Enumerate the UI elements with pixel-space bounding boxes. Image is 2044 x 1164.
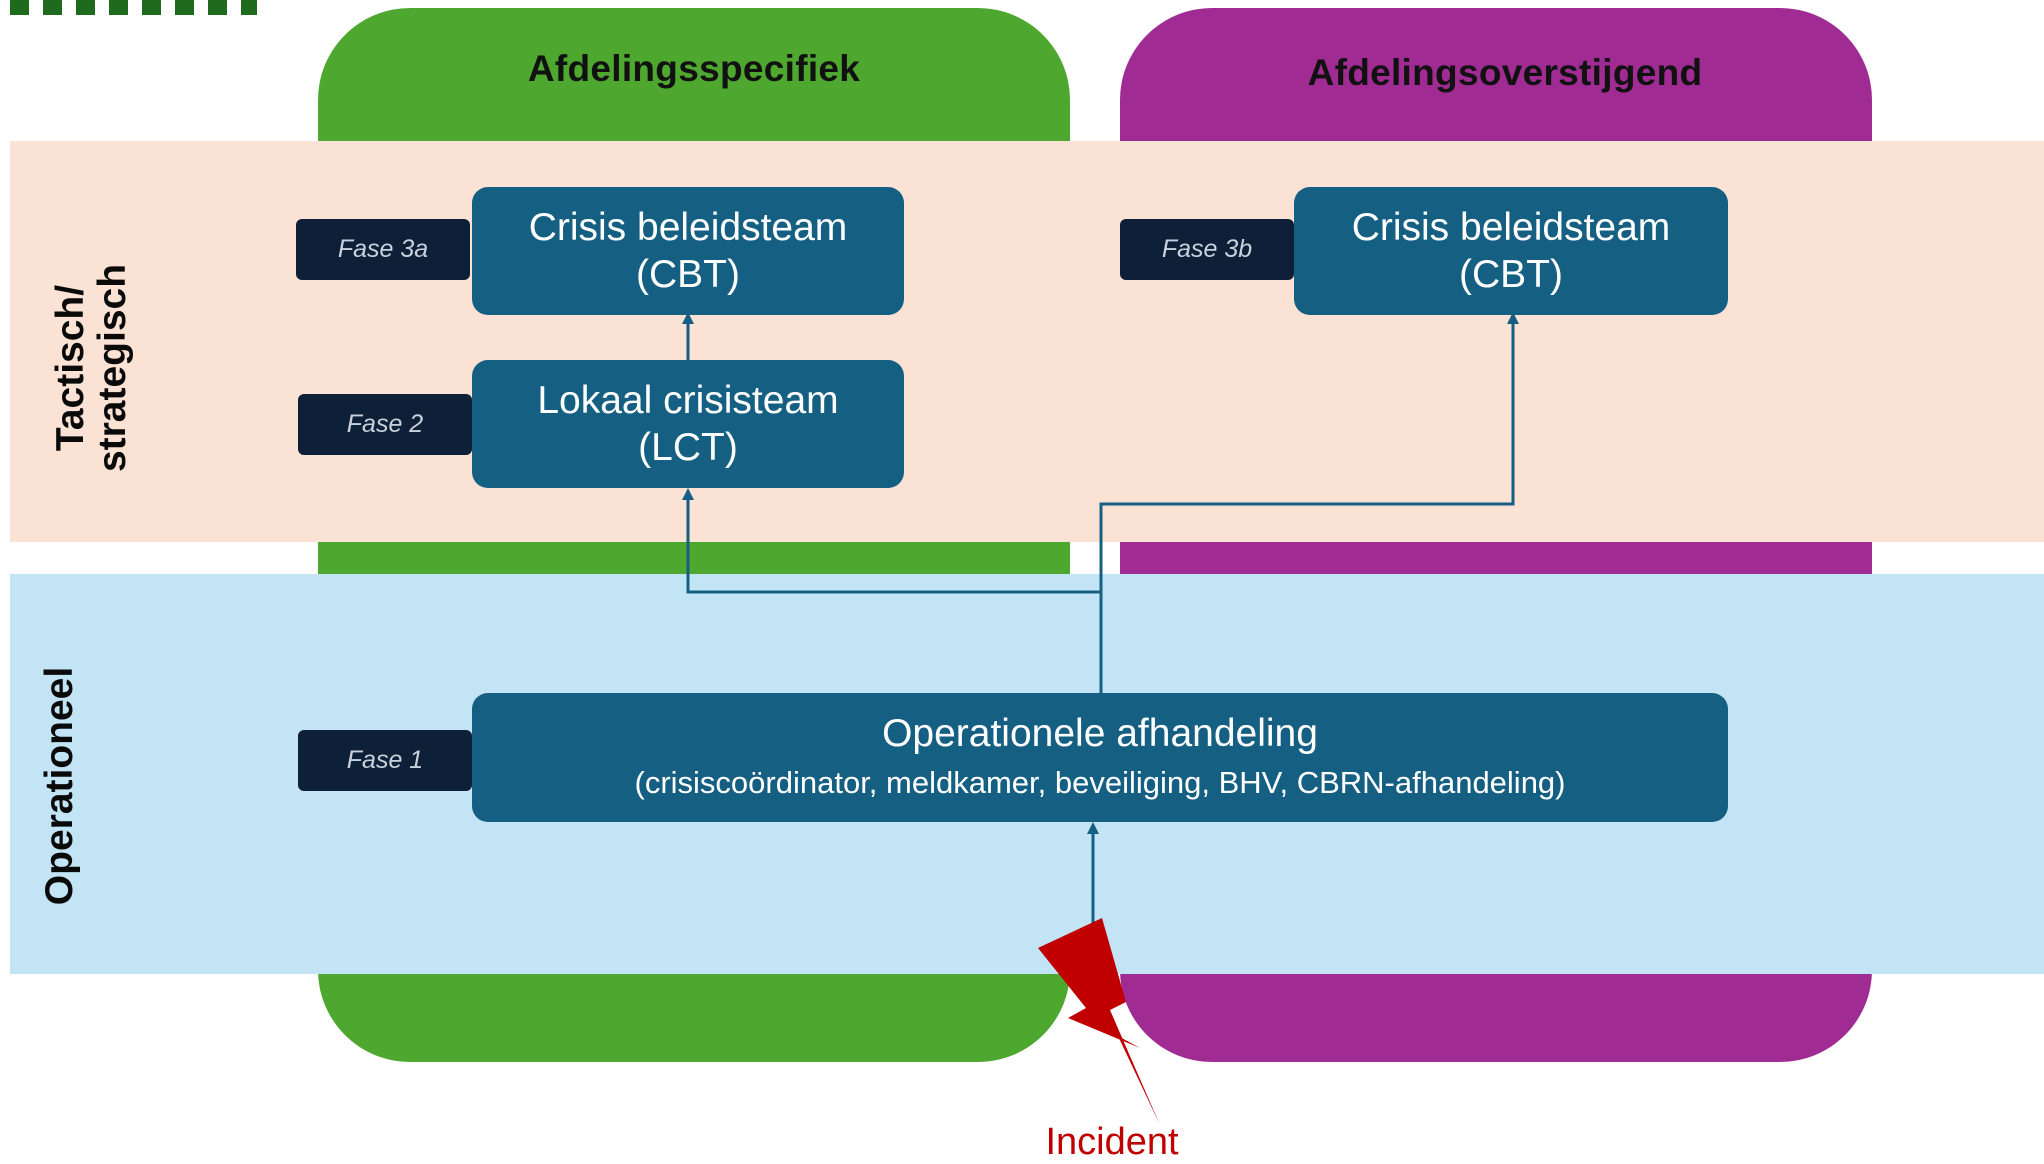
box-lct: Lokaal crisisteam (LCT) xyxy=(472,360,904,488)
stripe xyxy=(43,0,62,15)
box-title: Operationele afhandeling xyxy=(882,712,1318,755)
box-title: Crisis beleidsteam xyxy=(1351,206,1671,249)
incident-label: Incident xyxy=(1045,1121,1179,1163)
box-title: Lokaal crisisteam xyxy=(537,379,839,422)
arrowhead xyxy=(682,488,694,500)
stripe xyxy=(142,0,161,15)
arrowhead xyxy=(682,312,694,324)
arrowhead xyxy=(1087,822,1099,834)
stripe xyxy=(10,0,29,15)
stripe xyxy=(76,0,95,15)
stripe xyxy=(109,0,128,15)
column-title-afdelingsspecifiek: Afdelingsspecifiek xyxy=(527,48,861,89)
stripe xyxy=(241,0,257,15)
lightning-bolt-icon xyxy=(1038,918,1160,1125)
stripe xyxy=(208,0,227,15)
arrow-operational-to-lct xyxy=(686,498,1103,693)
arrow-operational-to-cbt-right xyxy=(1099,322,1515,592)
box-cbt-afdelingsoverstijgend: Crisis beleidsteam (CBT) xyxy=(1294,187,1728,315)
stripe xyxy=(175,0,194,15)
box-subtitle: (LCT) xyxy=(638,426,738,469)
fase-tag-3b: Fase 3b xyxy=(1120,219,1294,280)
box-subtitle: (CBT) xyxy=(636,253,740,296)
box-subtitle: (CBT) xyxy=(1459,253,1563,296)
arrowhead xyxy=(1507,312,1519,324)
box-subtitle: (crisiscoördinator, meldkamer, beveiligi… xyxy=(634,765,1566,800)
fase-tag-3a: Fase 3a xyxy=(296,219,470,280)
fase-tag-1: Fase 1 xyxy=(298,730,472,791)
column-title-afdelingsoverstijgend: Afdelingsoverstijgend xyxy=(1307,52,1703,93)
box-operationele-afhandeling: Operationele afhandeling (crisiscoördina… xyxy=(472,693,1728,822)
box-title: Crisis beleidsteam xyxy=(528,206,848,249)
box-cbt-afdelingsspecifiek: Crisis beleidsteam (CBT) xyxy=(472,187,904,315)
fase-tag-2: Fase 2 xyxy=(298,394,472,455)
